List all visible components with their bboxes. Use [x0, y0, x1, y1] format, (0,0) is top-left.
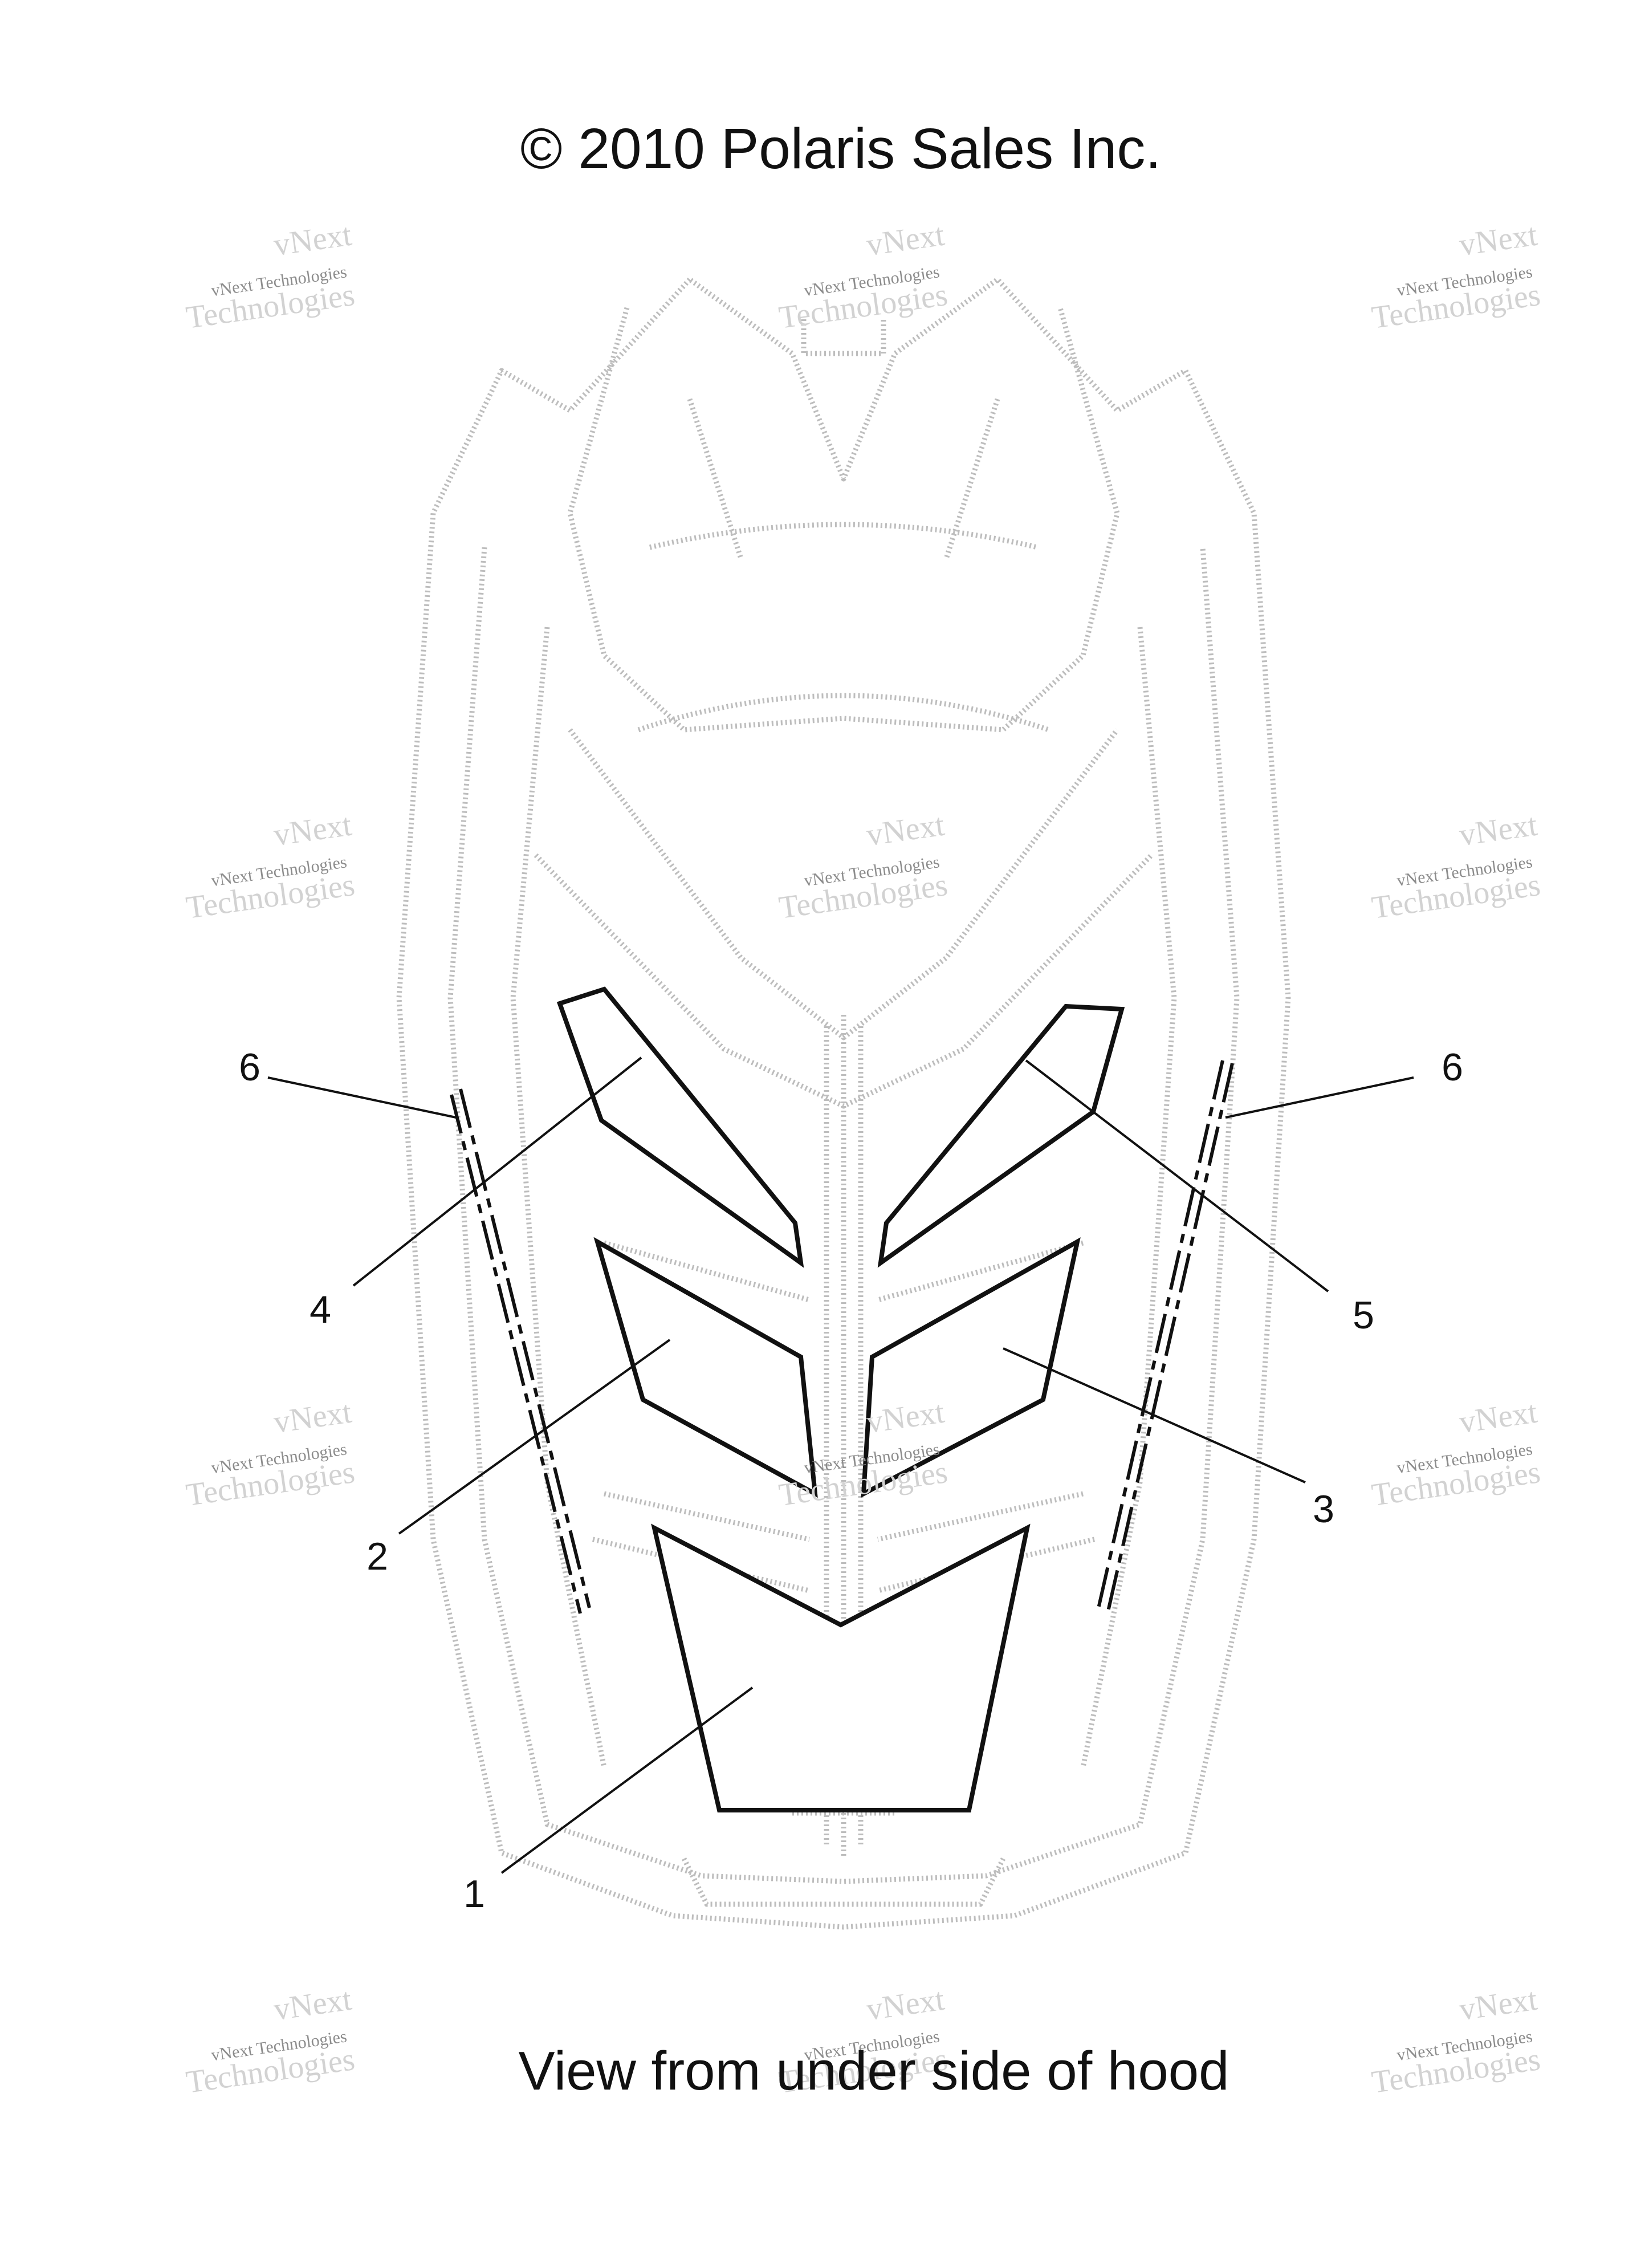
decal-5[interactable] [877, 1003, 1125, 1268]
watermark: vNext Technologies vNext Technologies [184, 217, 357, 336]
callout-3: 3 [1313, 1487, 1334, 1531]
callout-6-right: 6 [1442, 1046, 1463, 1089]
watermark: vNext Technologies vNext Technologies [184, 1395, 357, 1513]
watermark: vNext Technologies vNext Technologies [777, 807, 950, 926]
callout-2: 2 [367, 1535, 388, 1578]
copyright-text: © 2010 Polaris Sales Inc. [520, 117, 1161, 181]
svg-text:vNext: vNext [864, 807, 947, 853]
callout-5: 5 [1353, 1294, 1374, 1337]
view-caption: View from under side of hood [519, 2041, 1229, 2102]
svg-text:vNext: vNext [271, 217, 354, 263]
callout-4: 4 [310, 1288, 331, 1331]
decal-6-left[interactable] [450, 1088, 591, 1614]
decal-1[interactable] [651, 1523, 1031, 1812]
watermark: vNext Technologies vNext Technologies [777, 217, 950, 336]
svg-text:vNext: vNext [864, 217, 947, 263]
svg-text:vNext: vNext [864, 1982, 947, 2028]
decal-2[interactable] [593, 1237, 818, 1498]
watermark: vNext Technologies vNext Technologies [1370, 217, 1543, 336]
watermark: vNext Technologies vNext Technologies [184, 1982, 357, 2100]
svg-text:vNext: vNext [1457, 1982, 1540, 2028]
decal-3[interactable] [861, 1237, 1081, 1498]
decal-6-right[interactable] [1096, 1060, 1234, 1617]
watermarks: vNext Technologies vNext Technologies vN… [184, 217, 1543, 2100]
svg-text:vNext: vNext [1457, 807, 1540, 853]
svg-text:vNext: vNext [271, 807, 354, 853]
watermark: vNext Technologies vNext Technologies [184, 807, 357, 926]
leader-lines [267, 1056, 1414, 1874]
callout-1: 1 [463, 1872, 485, 1916]
decal-4[interactable] [556, 986, 804, 1268]
svg-text:vNext: vNext [271, 1982, 354, 2028]
svg-text:vNext: vNext [271, 1395, 354, 1441]
svg-text:vNext: vNext [1457, 1395, 1540, 1441]
callout-6-left: 6 [239, 1046, 260, 1089]
svg-text:vNext: vNext [1457, 217, 1540, 263]
watermark: vNext Technologies vNext Technologies [1370, 1982, 1543, 2100]
watermark: vNext Technologies vNext Technologies [1370, 807, 1543, 926]
watermark: vNext Technologies vNext Technologies [1370, 1395, 1543, 1513]
